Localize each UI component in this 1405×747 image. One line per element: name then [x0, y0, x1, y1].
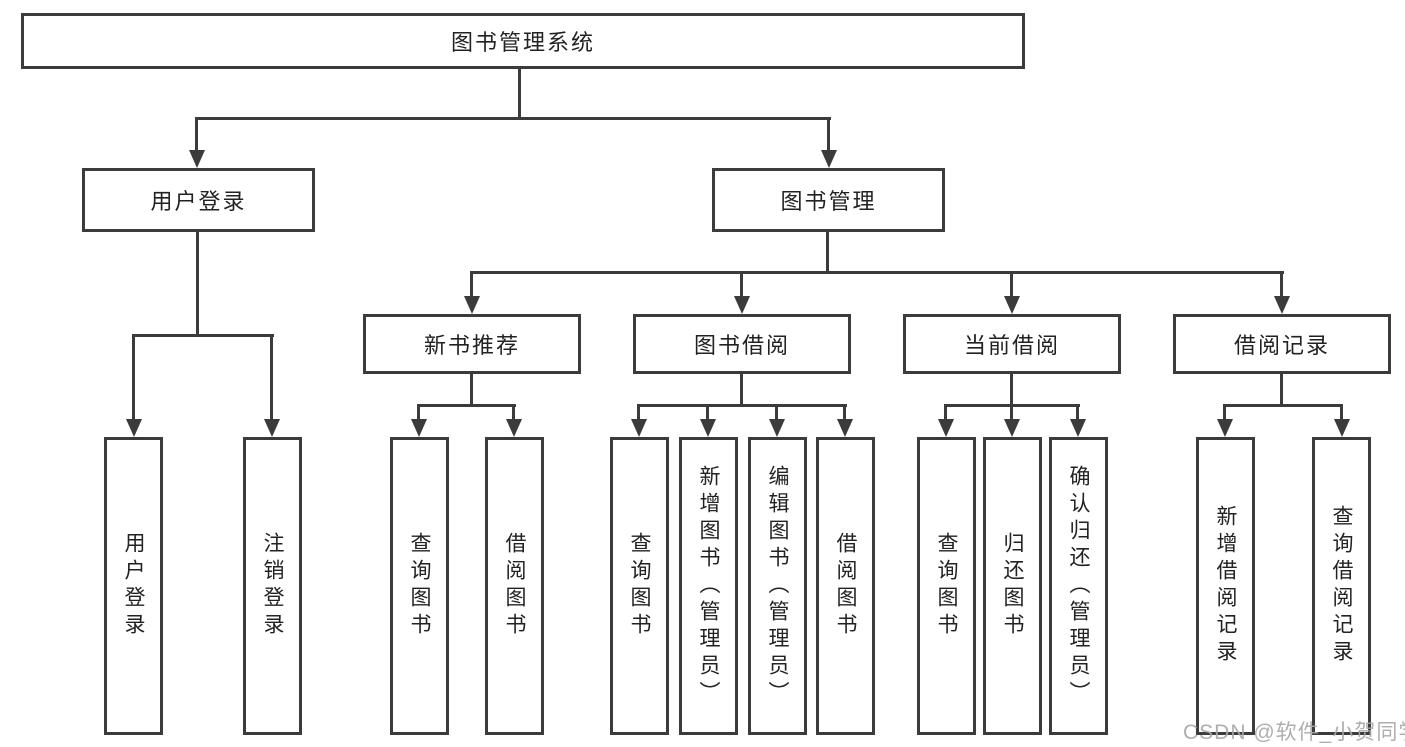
- node-book-management-label: 图书管理: [780, 189, 877, 214]
- connector-root-stem: [518, 69, 521, 118]
- arrow-down-icon: [1217, 419, 1233, 437]
- leaf-confirm-return-admin-box: 确认归还（管理员）: [1049, 437, 1108, 735]
- csdn-watermark: CSDN @软件_小贺同学: [1183, 721, 1405, 744]
- leaf-query-borrow-record-label: 查询借阅记录: [1330, 505, 1353, 667]
- connector-arrow-leaf-line: [417, 404, 420, 421]
- connector-arrow-level3-line: [1280, 271, 1283, 298]
- leaf-add-book-admin-label: 新增图书（管理员）: [697, 464, 720, 708]
- leaf-query-book-current-box: 查询图书: [917, 437, 976, 735]
- leaf-logout-box: 注销登录: [243, 437, 302, 735]
- connector-book-mgmt-stem: [826, 232, 829, 273]
- leaf-query-book-recommend-box: 查询图书: [390, 437, 449, 735]
- connector-arrow-leaf-line: [706, 404, 709, 421]
- node-borrow-record-box: 借阅记录: [1173, 314, 1391, 374]
- arrow-down-icon: [631, 419, 647, 437]
- connector-arrow-leaf-line: [775, 404, 778, 421]
- connector-new-book-stem: [470, 374, 473, 405]
- leaf-edit-book-admin-box: 编辑图书（管理员）: [748, 437, 807, 735]
- node-new-book-recommend-label: 新书推荐: [423, 333, 520, 358]
- connector-book-borrow-branch: [637, 404, 847, 407]
- node-current-borrow-label: 当前借阅: [963, 333, 1060, 358]
- connector-arrow-leaf-line: [270, 334, 273, 420]
- leaf-query-book-recommend-label: 查询图书: [408, 532, 431, 640]
- connector-new-book-branch: [417, 404, 516, 407]
- leaf-logout-label: 注销登录: [261, 532, 284, 640]
- node-book-borrow-label: 图书借阅: [693, 333, 790, 358]
- arrow-down-icon: [1070, 419, 1086, 437]
- connector-book-mgmt-branch: [470, 271, 1284, 274]
- connector-borrow-record-stem: [1280, 374, 1283, 405]
- leaf-add-book-admin-box: 新增图书（管理员）: [679, 437, 738, 735]
- arrow-down-icon: [1274, 296, 1290, 314]
- leaf-add-borrow-record-box: 新增借阅记录: [1196, 437, 1255, 735]
- node-user-login-box: 用户登录: [82, 168, 315, 232]
- leaf-borrow-book-recommend-box: 借阅图书: [485, 437, 544, 735]
- connector-book-borrow-stem: [740, 374, 743, 405]
- connector-user-login-stem: [196, 232, 199, 335]
- node-new-book-recommend-box: 新书推荐: [363, 314, 581, 374]
- root-node-label: 图书管理系统: [450, 30, 595, 55]
- arrow-down-icon: [464, 296, 480, 314]
- root-node-box: 图书管理系统: [21, 13, 1025, 69]
- connector-current-borrow-stem: [1010, 374, 1013, 405]
- leaf-return-book-box: 归还图书: [983, 437, 1042, 735]
- arrow-down-icon: [126, 419, 142, 437]
- arrow-down-icon: [1334, 419, 1350, 437]
- node-book-borrow-box: 图书借阅: [633, 314, 851, 374]
- connector-arrow-level3-line: [1010, 271, 1013, 298]
- arrow-down-icon: [264, 419, 280, 437]
- leaf-add-borrow-record-label: 新增借阅记录: [1214, 505, 1237, 667]
- arrow-down-icon: [506, 419, 522, 437]
- leaf-borrow-book-label: 借阅图书: [834, 532, 857, 640]
- connector-root-branch: [195, 117, 831, 120]
- node-book-management-box: 图书管理: [712, 168, 945, 232]
- arrow-down-icon: [734, 296, 750, 314]
- connector-arrow-level3-line: [470, 271, 473, 298]
- arrow-down-icon: [769, 419, 785, 437]
- connector-arrow-user-login-line: [195, 117, 198, 152]
- arrow-down-icon: [938, 419, 954, 437]
- arrow-down-icon: [700, 419, 716, 437]
- leaf-confirm-return-admin-label: 确认归还（管理员）: [1067, 464, 1090, 708]
- connector-arrow-leaf-line: [1010, 404, 1013, 421]
- leaf-query-book-current-label: 查询图书: [935, 532, 958, 640]
- node-user-login-label: 用户登录: [150, 189, 247, 214]
- arrow-down-icon: [1004, 419, 1020, 437]
- leaf-query-book-borrow-box: 查询图书: [610, 437, 669, 735]
- connector-arrow-leaf-line: [944, 404, 947, 421]
- leaf-user-login-box: 用户登录: [104, 437, 163, 735]
- arrow-down-icon: [411, 419, 427, 437]
- connector-borrow-record-branch: [1223, 404, 1343, 407]
- connector-arrow-leaf-line: [637, 404, 640, 421]
- leaf-query-borrow-record-box: 查询借阅记录: [1312, 437, 1371, 735]
- leaf-return-book-label: 归还图书: [1001, 532, 1024, 640]
- connector-user-login-branch: [132, 334, 274, 337]
- arrow-down-icon: [189, 150, 205, 168]
- connector-arrow-leaf-line: [132, 334, 135, 420]
- arrow-down-icon: [821, 150, 837, 168]
- connector-arrow-leaf-line: [843, 404, 846, 421]
- arrow-down-icon: [837, 419, 853, 437]
- connector-arrow-book-mgmt-line: [827, 117, 830, 152]
- leaf-edit-book-admin-label: 编辑图书（管理员）: [766, 464, 789, 708]
- leaf-borrow-book-box: 借阅图书: [816, 437, 875, 735]
- connector-arrow-leaf-line: [1076, 404, 1079, 421]
- connector-arrow-level3-line: [740, 271, 743, 298]
- leaf-query-book-borrow-label: 查询图书: [628, 532, 651, 640]
- arrow-down-icon: [1004, 296, 1020, 314]
- connector-arrow-leaf-line: [1223, 404, 1226, 421]
- node-current-borrow-box: 当前借阅: [903, 314, 1121, 374]
- leaf-user-login-label: 用户登录: [122, 532, 145, 640]
- connector-arrow-leaf-line: [1340, 404, 1343, 421]
- leaf-borrow-book-recommend-label: 借阅图书: [503, 532, 526, 640]
- connector-arrow-leaf-line: [512, 404, 515, 421]
- node-borrow-record-label: 借阅记录: [1233, 333, 1330, 358]
